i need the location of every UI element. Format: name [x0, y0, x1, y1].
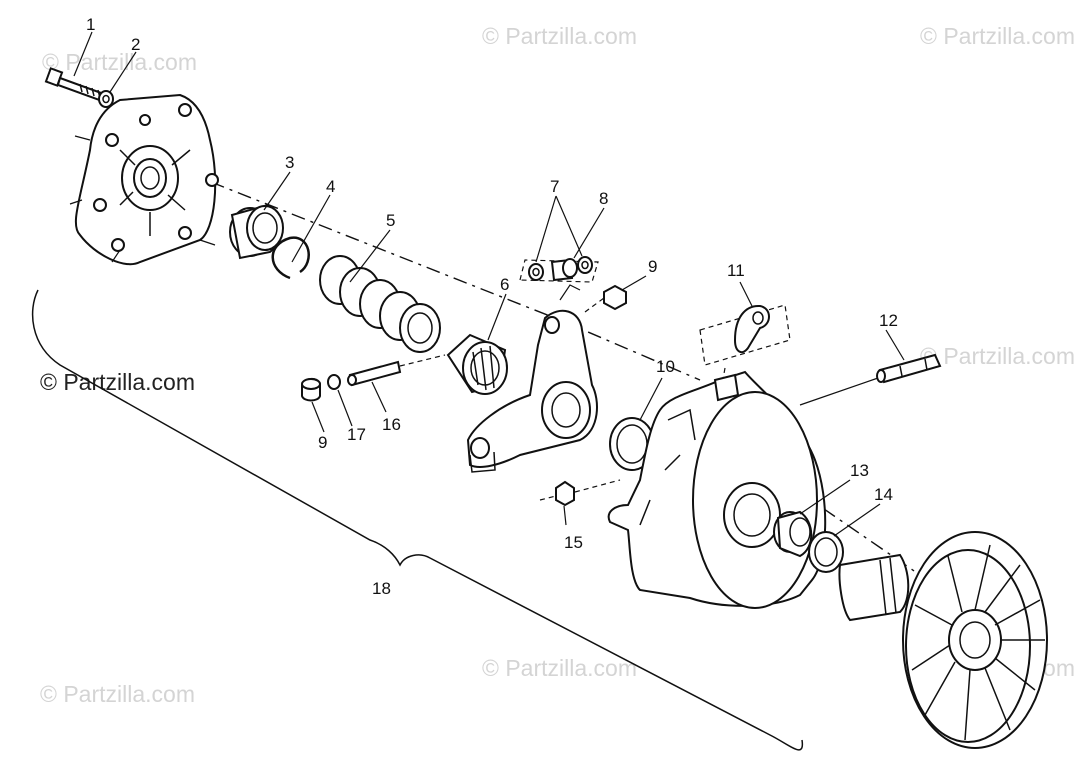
callout-14: 14	[874, 485, 893, 504]
part-moveable-sheave	[607, 370, 827, 609]
part-16-pin	[347, 354, 446, 387]
part-9-nut-left	[301, 378, 321, 402]
part-15-nut	[539, 479, 621, 507]
watermark-top-right: © Partzilla.com	[920, 23, 1075, 49]
part-14-washer	[808, 531, 844, 573]
callout-12: 12	[879, 311, 898, 330]
part-2-washer	[98, 90, 114, 108]
part-6-roller-bushing	[446, 333, 508, 395]
callout-5: 5	[386, 211, 395, 230]
part-fixed-sheave	[838, 531, 1048, 749]
part-3-bushing	[229, 203, 284, 260]
callout-9-left: 9	[318, 433, 327, 452]
callout-8: 8	[599, 189, 608, 208]
part-7-8-washers	[519, 256, 599, 283]
callout-11: 11	[727, 261, 745, 280]
leader-lines	[73, 31, 905, 537]
callout-3: 3	[285, 153, 294, 172]
callout-1: 1	[86, 15, 95, 34]
part-13-bushing	[773, 510, 813, 558]
watermark-top-center: © Partzilla.com	[482, 23, 637, 49]
callout-16: 16	[382, 415, 401, 434]
part-4-snap-ring	[271, 236, 310, 280]
part-12-shaft-pin	[799, 353, 942, 406]
callout-10: 10	[656, 357, 675, 376]
callout-9-right: 9	[648, 257, 657, 276]
callout-7: 7	[550, 177, 559, 196]
watermark-bottom-left: © Partzilla.com	[40, 681, 195, 707]
assembly-bracket-18	[31, 289, 804, 751]
part-9-nut-right	[584, 284, 627, 313]
callout-4: 4	[326, 177, 335, 196]
part-17-o-ring	[327, 374, 341, 390]
watermark-mid-left: © Partzilla.com	[40, 369, 195, 395]
part-cover-plate	[69, 93, 219, 266]
part-5-spring	[319, 255, 441, 353]
part-11-cam	[699, 304, 791, 386]
callout-17: 17	[347, 425, 366, 444]
watermark-top-left: © Partzilla.com	[42, 49, 197, 75]
watermark-bottom-center: © Partzilla.com	[482, 655, 637, 681]
callout-13: 13	[850, 461, 869, 480]
callout-18: 18	[372, 579, 391, 598]
watermark-mid-right: © Partzilla.com	[920, 343, 1075, 369]
callout-2: 2	[131, 35, 140, 54]
callout-6: 6	[500, 275, 509, 294]
assembly-axis-line	[129, 149, 701, 381]
callout-15: 15	[564, 533, 583, 552]
part-spider-arm	[466, 284, 598, 473]
